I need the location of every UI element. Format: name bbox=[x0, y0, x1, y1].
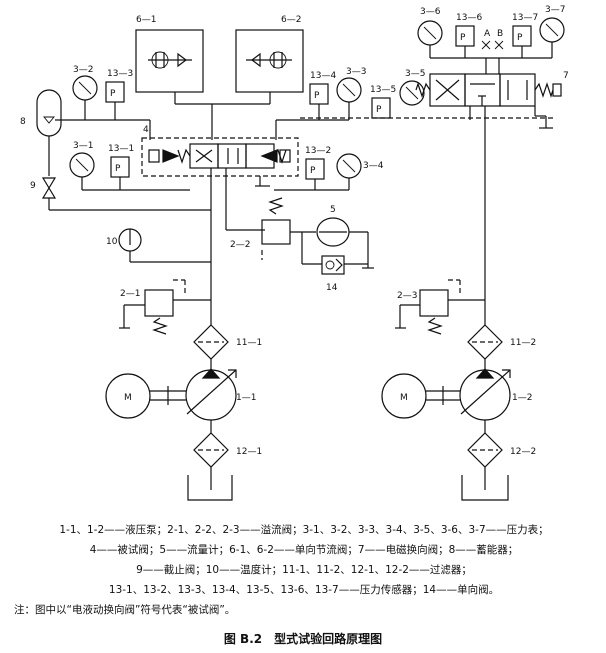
relief-valve-2-1 bbox=[144, 289, 174, 317]
label-13-7: 13—7 bbox=[512, 13, 538, 23]
label-13-3: 13—3 bbox=[107, 69, 133, 79]
sensor-p-13-6: P bbox=[460, 33, 466, 43]
label-13-2: 13—2 bbox=[305, 146, 331, 156]
one-way-throttle-valve-6-1 bbox=[135, 29, 204, 93]
legend-line-4: 13-1、13-2、13-3、13-4、13-5、13-6、13-7——压力传感… bbox=[108, 584, 500, 596]
legend-line-1: 1-1、1-2——液压泵；2-1、2-2、2-3——溢流阀；3-1、3-2、3-… bbox=[59, 524, 549, 536]
pressure-sensor-13-5 bbox=[371, 97, 391, 119]
accumulator-8 bbox=[36, 89, 62, 137]
label-11-2: 11—2 bbox=[510, 338, 536, 348]
sensor-p-13-2: P bbox=[310, 166, 316, 176]
label-3-3: 3—3 bbox=[346, 67, 366, 77]
label-3-2: 3—2 bbox=[73, 65, 93, 75]
label-3-7: 3—7 bbox=[545, 5, 565, 15]
label-3-6: 3—6 bbox=[420, 7, 441, 17]
tested-valve-4 bbox=[148, 143, 291, 169]
figure-caption: 图 B.2 型式试验回路原理图 bbox=[223, 632, 383, 646]
label-2-3: 2—3 bbox=[397, 291, 417, 301]
stop-valve-9 bbox=[41, 177, 57, 199]
solenoid-directional-valve-7 bbox=[415, 73, 562, 107]
tank-right bbox=[461, 475, 509, 501]
port-b-label: B bbox=[497, 29, 503, 39]
label-1-2: 1—2 bbox=[512, 393, 532, 403]
label-2-2: 2—2 bbox=[230, 240, 250, 250]
label-8: 8 bbox=[20, 117, 26, 127]
port-a-label: A bbox=[484, 29, 491, 39]
component-legend: 1-1、1-2——液压泵；2-1、2-2、2-3——溢流阀；3-1、3-2、3-… bbox=[14, 520, 594, 620]
label-13-5: 13—5 bbox=[370, 85, 396, 95]
label-13-6: 13—6 bbox=[456, 13, 482, 23]
label-13-4: 13—4 bbox=[310, 71, 336, 81]
sensor-p-13-7: P bbox=[517, 33, 523, 43]
label-12-2: 12—2 bbox=[510, 447, 536, 457]
legend-line-2: 4——被试阀；5——流量计；6-1、6-2——单向节流阀；7——电磁换向阀；8—… bbox=[89, 544, 519, 556]
sensor-p-13-3: P bbox=[110, 89, 116, 99]
one-way-throttle-valve-6-2 bbox=[235, 29, 304, 93]
motor-label-right: M bbox=[400, 393, 408, 403]
sensor-p-13-4: P bbox=[314, 91, 320, 101]
legend-line-3: 9——截止阀；10——温度计；11-1、11-2、12-1、12-2——过滤器； bbox=[136, 564, 472, 576]
legend-note: 注：图中以“电液动换向阀”符号代表“被试阀”。 bbox=[14, 604, 236, 616]
label-6-1: 6—1 bbox=[136, 15, 156, 25]
label-11-1: 11—1 bbox=[236, 338, 262, 348]
sensor-p-13-1: P bbox=[115, 164, 121, 174]
label-1-1: 1—1 bbox=[236, 393, 256, 403]
tank-left bbox=[187, 475, 233, 501]
pressure-gauge-3-5 bbox=[399, 80, 425, 106]
label-5: 5 bbox=[330, 205, 336, 215]
relief-valve-2-2 bbox=[261, 219, 291, 245]
label-9: 9 bbox=[30, 181, 36, 191]
motor-label-left: M bbox=[124, 393, 132, 403]
label-3-4: 3—4 bbox=[363, 161, 384, 171]
label-12-1: 12—1 bbox=[236, 447, 262, 457]
label-3-5: 3—5 bbox=[405, 69, 425, 79]
label-10: 10 bbox=[106, 237, 118, 247]
motor-m-left bbox=[105, 373, 151, 419]
check-valve-14 bbox=[321, 255, 345, 275]
label-13-1: 13—1 bbox=[108, 144, 134, 154]
label-3-1: 3—1 bbox=[73, 141, 93, 151]
motor-m-right bbox=[381, 373, 427, 419]
label-7: 7 bbox=[563, 71, 569, 81]
hydraulic-circuit-diagram: 3—6 P 13—6 A B P 13—7 3—7 7 3—5 P 13—5 bbox=[20, 5, 569, 501]
label-6-2: 6—2 bbox=[281, 15, 301, 25]
label-14: 14 bbox=[326, 283, 338, 293]
sensor-p-13-5: P bbox=[376, 105, 382, 115]
relief-valve-2-3 bbox=[419, 289, 449, 317]
label-2-1: 2—1 bbox=[120, 289, 140, 299]
label-4: 4 bbox=[143, 125, 149, 135]
